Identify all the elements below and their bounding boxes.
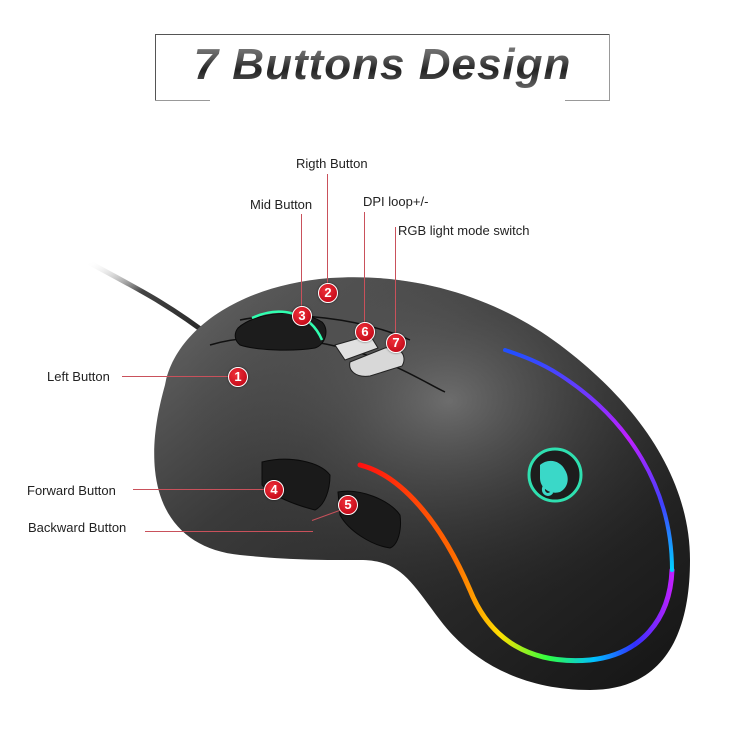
label-forward-button: Forward Button [27,483,116,498]
leader-line-dpi [364,212,365,324]
leader-line-right-button [327,174,328,284]
badge-2-right-button: 2 [318,283,338,303]
label-dpi-loop: DPI loop+/- [363,194,429,209]
badge-1-left-button: 1 [228,367,248,387]
badge-6-dpi: 6 [355,322,375,342]
title-frame: 7 Buttons Design [155,34,610,101]
leader-line-forward [133,489,264,490]
leader-line-rgb [395,227,396,333]
badge-7-rgb-mode: 7 [386,333,406,353]
leader-line-backward [145,531,313,532]
badge-4-forward-button: 4 [264,480,284,500]
badge-3-mid-button: 3 [292,306,312,326]
badge-5-backward-button: 5 [338,495,358,515]
cable [85,259,218,343]
rgb-light-strip-right [503,348,674,572]
rgb-light-strip [357,462,675,664]
label-backward-button: Backward Button [28,520,127,535]
scorpion-logo-icon [527,447,583,503]
label-rgb-mode: RGB light mode switch [398,223,530,238]
leader-line-mid-button [301,214,302,310]
leader-line-left-button [122,376,229,377]
label-mid-button: Mid Button [250,197,313,212]
label-right-button: Rigth Button [296,156,368,171]
label-left-button: Left Button [47,369,110,384]
page-title: 7 Buttons Design [155,40,610,90]
